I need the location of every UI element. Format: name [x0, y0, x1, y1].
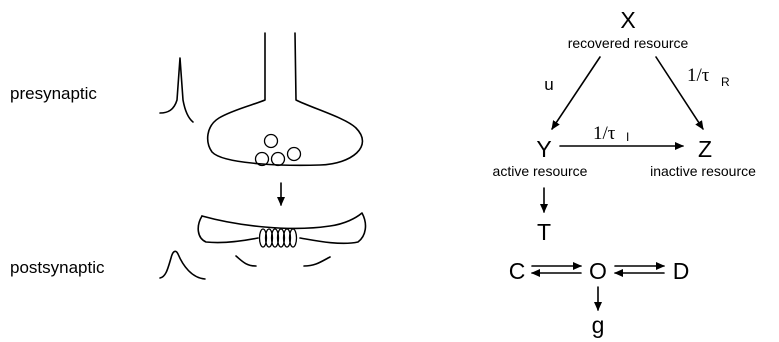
postsynaptic-potential-trace — [160, 251, 205, 279]
vesicle — [265, 135, 278, 148]
rate-recovery-sub: R — [721, 75, 730, 89]
presynaptic-terminal — [208, 33, 363, 165]
synaptic-vesicles — [256, 135, 301, 166]
caption-recovered-resource: recovered resource — [568, 35, 689, 51]
rate-recovery: 1/τ R — [687, 65, 730, 89]
kinetic-scheme: X recovered resource u 1/τ R Y active re… — [493, 7, 757, 338]
node-z: Z — [698, 136, 712, 162]
arrow-x-to-y — [552, 57, 600, 129]
rate-inactivation: 1/τ I — [593, 123, 629, 144]
node-t: T — [537, 219, 551, 245]
node-x: X — [620, 7, 635, 33]
rate-u: u — [544, 75, 553, 94]
node-g: g — [592, 312, 605, 338]
receptor-channel-icon — [260, 229, 297, 247]
postsynaptic-membrane-left — [198, 216, 258, 243]
presynaptic-spike-trace — [160, 58, 193, 122]
node-d: D — [673, 258, 690, 284]
postsynaptic-membrane-lower — [236, 256, 330, 266]
rate-inactivation-sub: I — [626, 130, 629, 144]
node-o: O — [589, 258, 607, 284]
rate-inactivation-main: 1/τ — [593, 123, 616, 144]
vesicle — [288, 148, 301, 161]
presynaptic-label: presynaptic — [10, 84, 97, 103]
node-c: C — [509, 258, 526, 284]
vesicle — [272, 153, 285, 166]
synapse-schematic: presynaptic postsynaptic — [10, 33, 365, 279]
rate-recovery-main: 1/τ — [687, 65, 710, 86]
postsynaptic-label: postsynaptic — [10, 258, 105, 277]
caption-inactive-resource: inactive resource — [650, 163, 756, 179]
node-y: Y — [536, 136, 551, 162]
caption-active-resource: active resource — [493, 163, 588, 179]
